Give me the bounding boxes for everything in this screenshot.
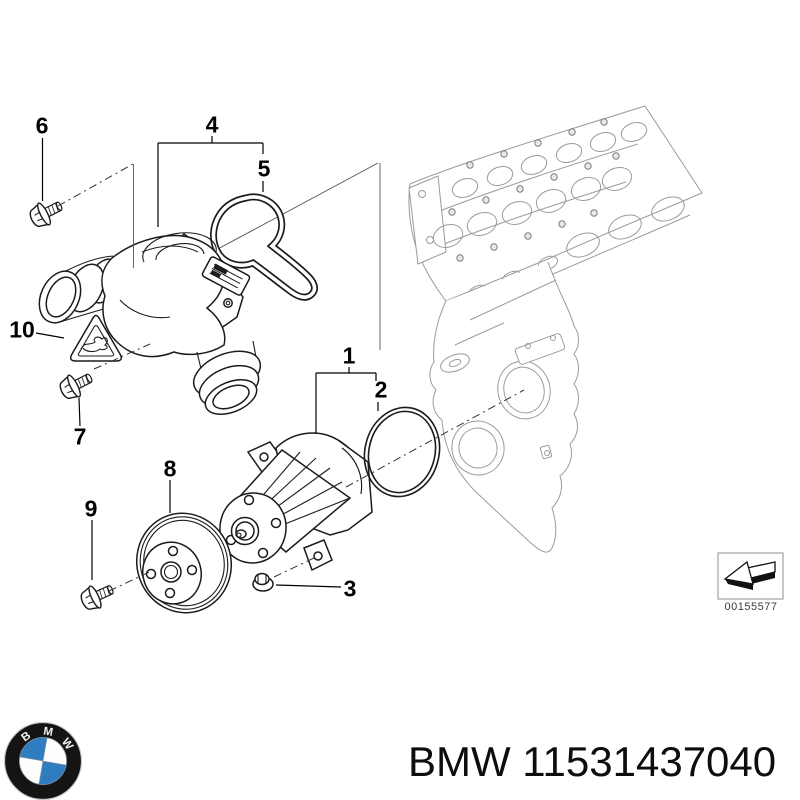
bolt-6	[25, 193, 68, 232]
callout-2: 2	[374, 376, 388, 403]
callout-5: 5	[257, 155, 271, 182]
thermostat-housing-drawing	[38, 232, 262, 415]
part-number-text: BMW 11531437040	[408, 738, 777, 785]
callout-1: 1	[342, 342, 356, 369]
callout-6: 6	[35, 112, 49, 139]
callout-9: 9	[84, 495, 98, 522]
callout-3: 3	[343, 575, 357, 602]
warning-triangle-icon	[69, 314, 123, 362]
bmw-logo: B M W	[3, 721, 83, 800]
cam-caps	[432, 121, 648, 248]
callout-8: 8	[163, 455, 177, 482]
arrow-icon	[723, 560, 776, 590]
stamp-number: 00155577	[724, 601, 778, 613]
logo-letter-m: M	[42, 726, 54, 739]
callout-7: 7	[73, 423, 87, 450]
callout-4: 4	[205, 111, 219, 138]
bolt-7	[55, 365, 98, 404]
alignment-lines	[202, 162, 381, 350]
callout-leader-lines	[35, 136, 525, 592]
water-pump-drawing	[219, 432, 373, 572]
engine-block-drawing	[408, 105, 703, 553]
o-ring-drawing	[363, 406, 441, 498]
head-stud-nuts	[448, 118, 620, 262]
pulley-drawing	[135, 512, 233, 614]
callout-10: 10	[9, 316, 35, 343]
nut-3	[252, 572, 274, 592]
direction-stamp	[717, 552, 784, 600]
bolt-9	[76, 577, 118, 615]
profile-gasket-drawing	[210, 193, 319, 301]
